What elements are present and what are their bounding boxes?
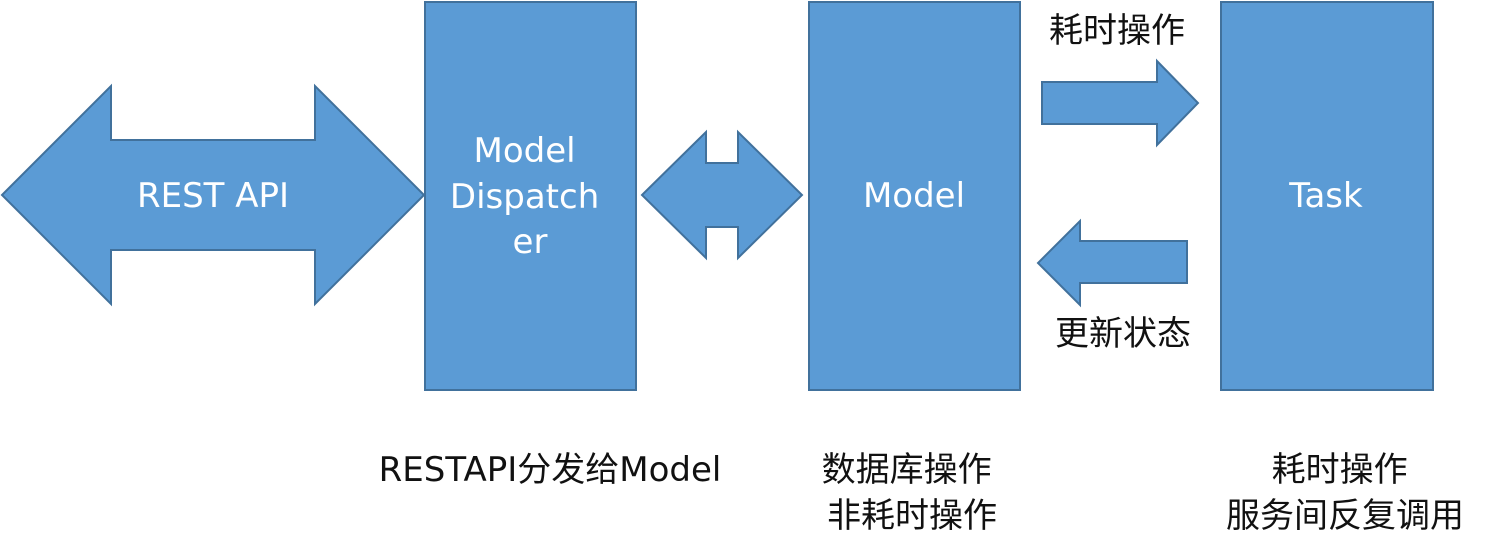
model-box xyxy=(808,1,1021,391)
model-dispatcher-label: Model Dispatch er xyxy=(450,131,610,262)
task-caption-line-2: 服务间反复调用 xyxy=(1226,496,1464,536)
dispatcher-model-double-arrow xyxy=(640,129,804,261)
rest-api-label: REST API xyxy=(137,176,289,216)
task-caption: 耗时操作 服务间反复调用 xyxy=(1226,450,1464,536)
update-status-arrow-label: 更新状态 xyxy=(1055,314,1191,354)
right-arrow xyxy=(1041,58,1200,148)
task-box xyxy=(1220,1,1434,391)
model-dispatcher-label-line-1: Model xyxy=(474,131,576,171)
model-caption: 数据库操作 非耗时操作 xyxy=(822,450,1003,536)
long-task-arrow-label: 耗时操作 xyxy=(1049,11,1185,51)
dispatcher-caption: RESTAPI分发给Model xyxy=(379,450,722,490)
model-label: Model xyxy=(863,176,965,216)
model-dispatcher-label-line-2: Dispatch xyxy=(450,177,599,217)
task-caption-line-1: 耗时操作 xyxy=(1272,450,1408,490)
left-arrow xyxy=(1036,218,1188,308)
model-dispatcher-label-line-3: er xyxy=(513,222,548,262)
model-dispatcher-box xyxy=(424,1,637,391)
model-caption-line-1: 数据库操作 xyxy=(822,450,992,490)
task-label: Task xyxy=(1288,176,1363,216)
model-caption-line-2: 非耗时操作 xyxy=(827,496,997,536)
